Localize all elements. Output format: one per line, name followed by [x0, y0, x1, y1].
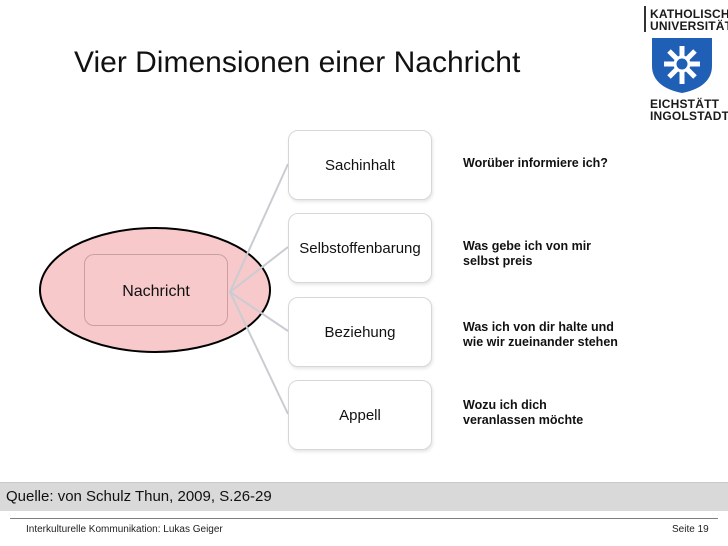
- description-line: Wozu ich dich: [463, 398, 547, 412]
- logo-emblem-icon: [652, 38, 712, 93]
- description-line: Was gebe ich von mir: [463, 239, 592, 253]
- node-beziehung: Beziehung: [288, 297, 432, 367]
- node-selbstoffenbarung: Selbstoffenbarung: [288, 213, 432, 283]
- description-sachinhalt: Worüber informiere ich?: [463, 156, 683, 171]
- description-line: wie wir zueinander stehen: [463, 335, 618, 349]
- description-appell: Wozu ich dich veranlassen möchte: [463, 398, 683, 428]
- description-line: veranlassen möchte: [463, 413, 584, 427]
- page-number: Seite 19: [672, 524, 709, 535]
- logo-line-4: INGOLSTADT: [650, 109, 728, 123]
- center-ellipse: [39, 227, 271, 353]
- description-selbstoffenbarung: Was gebe ich von mir selbst preis: [463, 239, 683, 269]
- node-label: Appell: [339, 406, 381, 424]
- source-bar: Quelle: von Schulz Thun, 2009, S.26-29: [0, 482, 728, 511]
- connector-lines: [229, 163, 289, 415]
- node-sachinhalt: Sachinhalt: [288, 130, 432, 200]
- center-node: Nachricht: [84, 254, 228, 326]
- connector-line: [229, 291, 289, 332]
- description-line: Was ich von dir halte und: [463, 320, 614, 334]
- connector-line: [229, 163, 289, 293]
- description-line: selbst preis: [463, 254, 533, 268]
- logo-line-3: EICHSTÄTT: [650, 97, 720, 111]
- logo-line-2: UNIVERSITÄT: [650, 19, 728, 33]
- node-label: Sachinhalt: [324, 156, 396, 174]
- description-beziehung: Was ich von dir halte und wie wir zueina…: [463, 320, 683, 350]
- slide-title: Vier Dimensionen einer Nachricht: [74, 46, 521, 79]
- node-appell: Appell: [288, 380, 432, 450]
- connector-line: [229, 246, 289, 293]
- logo-text-bottom: EICHSTÄTT INGOLSTADT: [650, 97, 728, 123]
- university-logo: KATHOLISCHE UNIVERSITÄT EICHSTÄTT INGOLS…: [644, 6, 728, 124]
- node-label: Selbstoffenbarung: [299, 239, 421, 257]
- footer-author: Interkulturelle Kommunikation: Lukas Gei…: [26, 524, 223, 535]
- logo-line-1: KATHOLISCHE: [650, 7, 728, 21]
- footer-divider: [10, 518, 718, 519]
- center-node-label: Nachricht: [122, 283, 190, 300]
- description-line: Worüber informiere ich?: [463, 156, 608, 170]
- logo-divider: [644, 6, 646, 32]
- node-label: Beziehung: [324, 323, 396, 341]
- source-citation: Quelle: von Schulz Thun, 2009, S.26-29: [6, 488, 272, 505]
- logo-text-top: KATHOLISCHE UNIVERSITÄT: [650, 7, 728, 33]
- connector-line: [229, 291, 289, 415]
